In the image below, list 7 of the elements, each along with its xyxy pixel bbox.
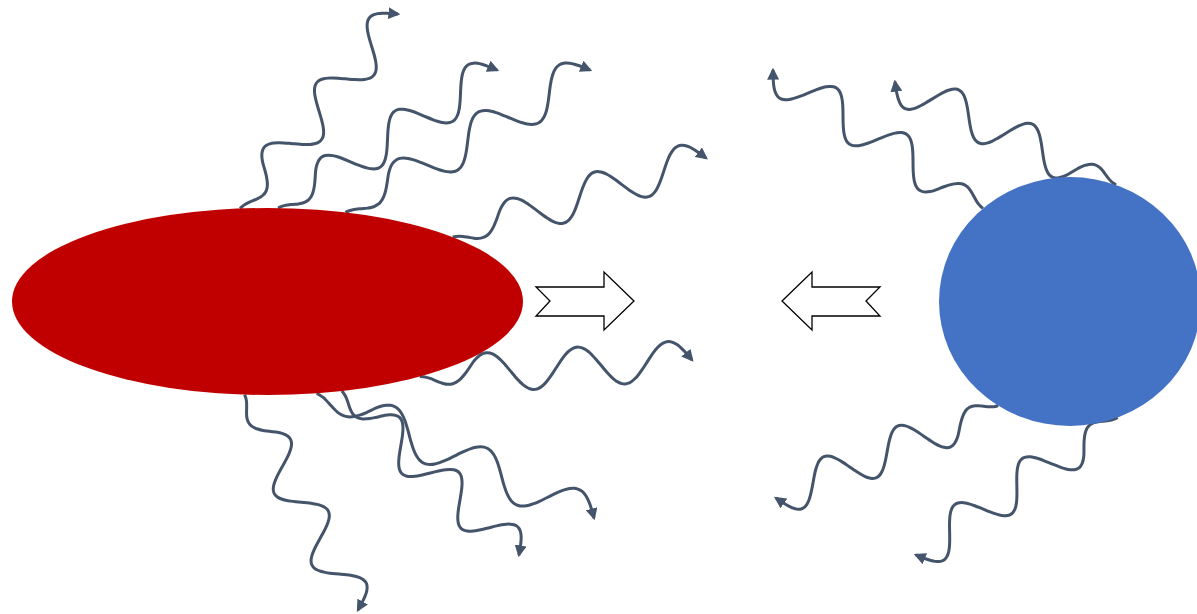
wavy-arrow bbox=[277, 60, 500, 210]
wavy-arrow bbox=[238, 7, 401, 210]
wavy-arrow bbox=[913, 416, 1119, 565]
wavy-arrow bbox=[890, 79, 1118, 187]
wavy-arrow bbox=[340, 389, 527, 558]
wavy-arrow bbox=[243, 393, 369, 613]
wavy-arrow bbox=[774, 404, 1000, 511]
